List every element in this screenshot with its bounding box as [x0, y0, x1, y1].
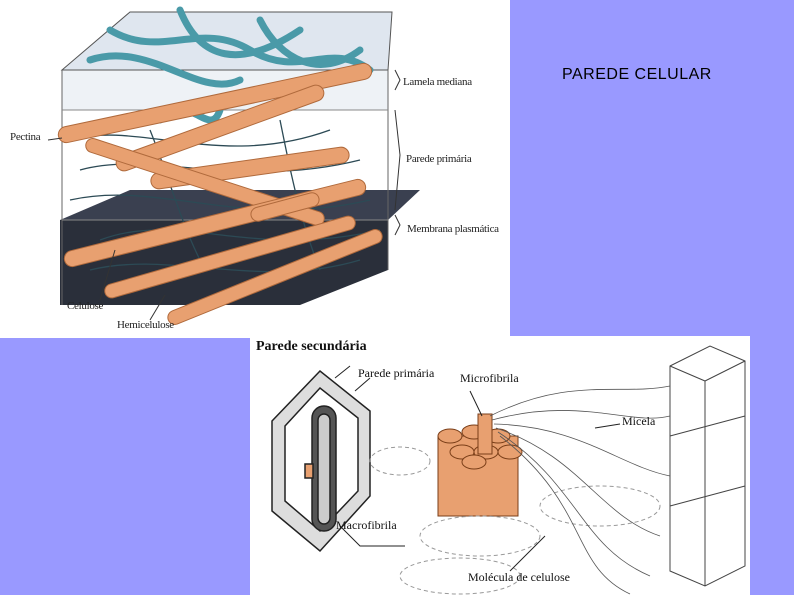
- label-celulose: Celulose: [67, 300, 103, 312]
- label-membrana-plasmatica: Membrana plasmática: [407, 223, 499, 235]
- label-parede-primaria-bottom: Parede primária: [358, 366, 434, 381]
- cell-wall-illustration: [0, 0, 510, 338]
- secondary-wall-diagram: Parede secundária Parede primária Microf…: [250, 336, 750, 595]
- label-lamela-mediana: Lamela mediana: [403, 76, 472, 88]
- macrofibril-bundle: [438, 414, 522, 516]
- label-parede-primaria: Parede primária: [406, 153, 471, 165]
- slide-title: PAREDE CELULAR: [562, 66, 712, 84]
- label-micela: Micela: [622, 414, 655, 429]
- label-parede-secundaria: Parede secundária: [256, 339, 367, 355]
- label-pectina: Pectina: [10, 131, 40, 143]
- label-molecula-celulose: Molécula de celulose: [468, 570, 570, 585]
- micelle-lattice: [670, 346, 745, 586]
- label-hemicelulose: Hemicelulose: [117, 319, 174, 331]
- label-macrofibrila: Macrofibrila: [336, 518, 397, 533]
- label-microfibrila: Microfibrila: [460, 371, 519, 386]
- cell-wall-diagram: Lamela mediana Pectina Parede primária M…: [0, 0, 510, 338]
